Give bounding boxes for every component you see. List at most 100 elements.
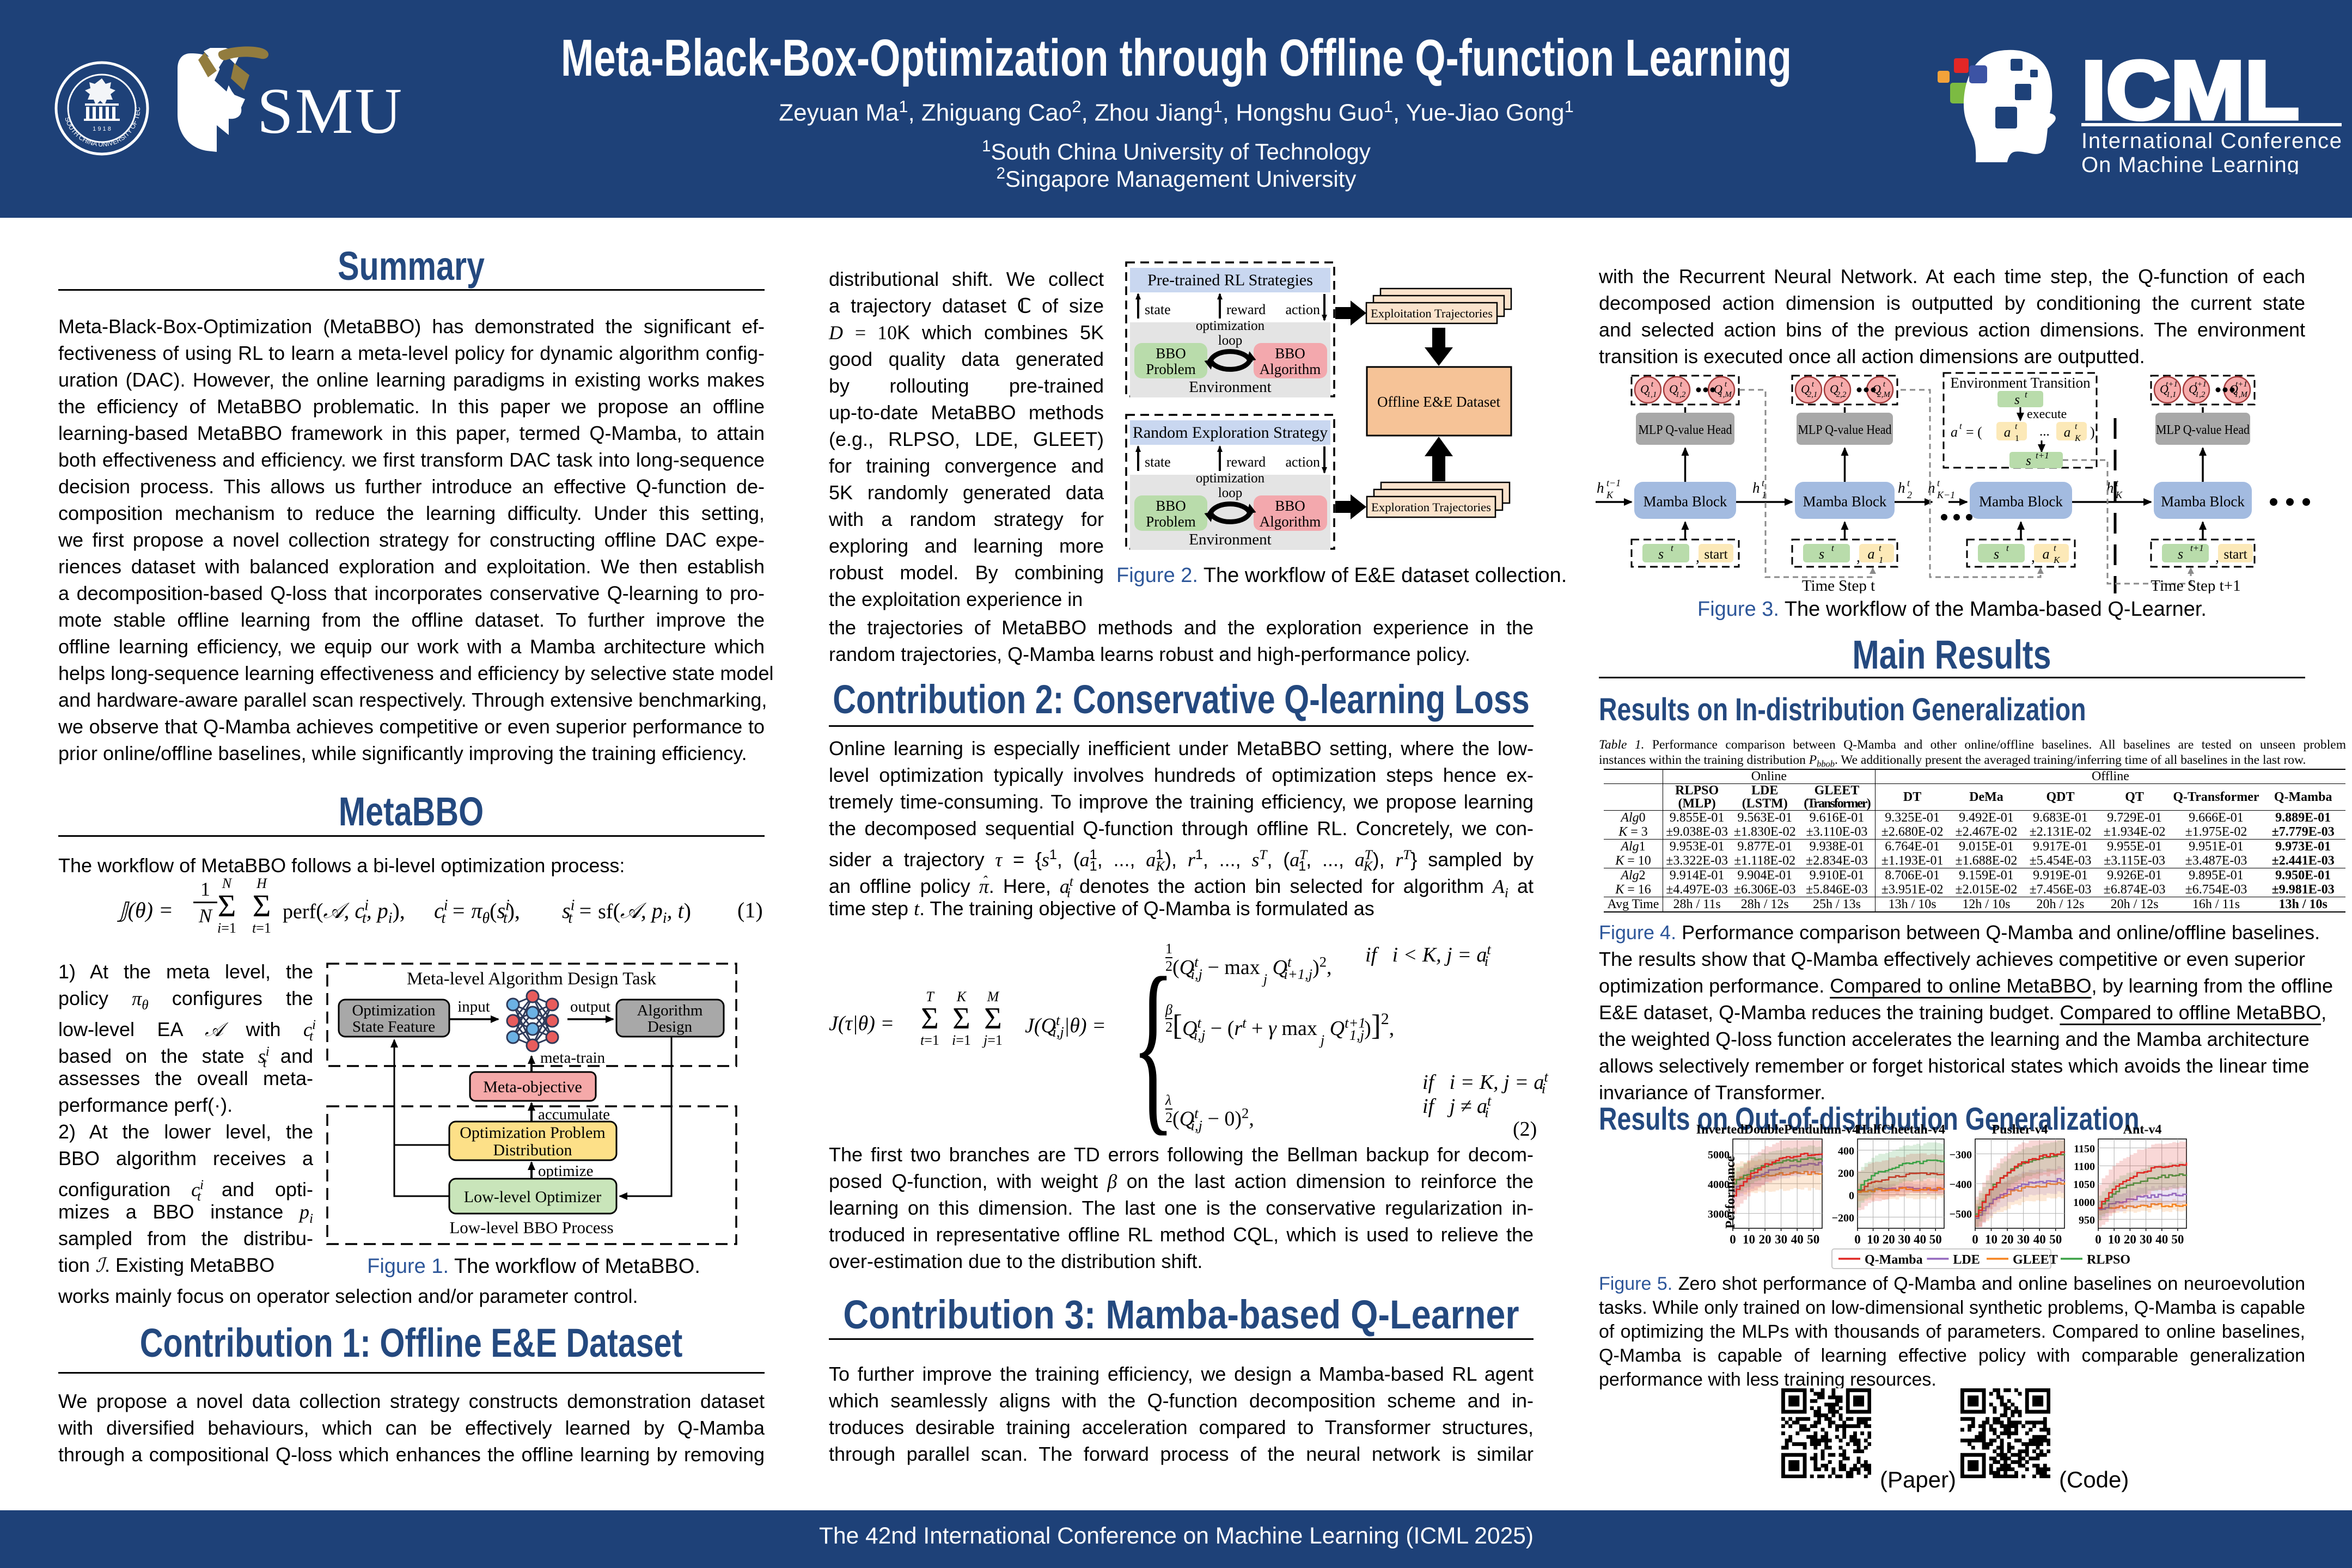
svg-text:2: 2	[1907, 489, 1912, 500]
svg-text:state: state	[1145, 302, 1171, 317]
svg-text:accumulate: accumulate	[538, 1106, 610, 1123]
svg-text:t: t	[1841, 380, 1843, 389]
svg-text:,: ,	[2215, 549, 2219, 566]
svg-text:International Conference: International Conference	[2081, 129, 2342, 153]
svg-text:a: a	[1951, 424, 1958, 440]
svg-text:t+1: t+1	[2036, 450, 2049, 461]
svg-text:BBO: BBO	[1156, 498, 1186, 514]
svg-text:2,1: 2,1	[1807, 390, 1818, 399]
svg-text:1,2: 1,2	[2195, 390, 2206, 399]
svg-text:Pusher-v4: Pusher-v4	[1991, 1123, 2048, 1137]
svg-text:loop: loop	[1218, 486, 1242, 500]
svg-text:4000: 4000	[1708, 1179, 1730, 1191]
svg-text:200: 200	[1838, 1168, 1854, 1180]
svg-text:1: 1	[1879, 555, 1884, 565]
svg-text:Q-Mamba: Q-Mamba	[1865, 1253, 1923, 1267]
svg-text:On Machine Learning: On Machine Learning	[2081, 153, 2299, 174]
svg-text:t: t	[2006, 543, 2009, 553]
svg-text:Time Step t+1: Time Step t+1	[2151, 577, 2240, 593]
svg-text:1000: 1000	[2073, 1197, 2095, 1209]
svg-text:K: K	[2115, 489, 2123, 500]
svg-text:1,2: 1,2	[1676, 390, 1686, 399]
svg-text:1100: 1100	[2074, 1161, 2095, 1173]
svg-text:start: start	[1704, 547, 1727, 562]
svg-text:950: 950	[2079, 1215, 2095, 1227]
svg-text:MLP Q-value Head: MLP Q-value Head	[1639, 423, 1732, 437]
svg-text:10: 10	[2108, 1233, 2121, 1246]
svg-text:50: 50	[2171, 1233, 2184, 1246]
svg-text:50: 50	[1929, 1233, 1942, 1246]
svg-text:,: ,	[1696, 549, 1700, 566]
svg-text:t: t	[1879, 543, 1882, 553]
svg-text:0: 0	[1854, 1233, 1861, 1246]
svg-text:t: t	[1680, 380, 1683, 389]
svg-text:input: input	[457, 998, 490, 1015]
svg-text:Q: Q	[1640, 382, 1649, 396]
svg-text:10: 10	[1985, 1233, 1997, 1246]
svg-text:40: 40	[2155, 1233, 2168, 1246]
svg-text:1150: 1150	[2074, 1143, 2095, 1155]
svg-text:MLP Q-value Head: MLP Q-value Head	[1798, 423, 1892, 437]
svg-text:t: t	[2015, 422, 2018, 431]
svg-text:30: 30	[2140, 1233, 2152, 1246]
svg-text:20: 20	[2001, 1233, 2014, 1246]
svg-text:K: K	[2074, 434, 2081, 443]
svg-text:0: 0	[1972, 1233, 1978, 1246]
svg-text:action: action	[1285, 302, 1320, 317]
svg-text:Meta-objective: Meta-objective	[483, 1078, 582, 1096]
svg-text:,: ,	[2031, 549, 2035, 566]
svg-text:t: t	[1937, 477, 1940, 488]
svg-text:LDE: LDE	[1953, 1253, 1980, 1267]
svg-text:MLP Q-value Head: MLP Q-value Head	[2156, 423, 2250, 437]
svg-text:meta-train: meta-train	[540, 1049, 606, 1067]
svg-text:Problem: Problem	[1146, 361, 1196, 377]
svg-text:start: start	[2223, 547, 2247, 562]
svg-text:reward: reward	[1226, 302, 1266, 317]
svg-text:1: 1	[1762, 489, 1767, 500]
svg-text:−200: −200	[1832, 1212, 1854, 1224]
svg-text:Exploration Trajectories: Exploration Trajectories	[1371, 500, 1491, 514]
svg-text:h: h	[1597, 480, 1604, 496]
svg-text:SMU: SMU	[257, 75, 404, 147]
svg-text:HalfCheetah-v4: HalfCheetah-v4	[1856, 1123, 1945, 1137]
svg-text:Q: Q	[1714, 382, 1722, 396]
svg-text:1,M: 1,M	[1719, 390, 1732, 399]
svg-text:s: s	[1658, 546, 1664, 562]
svg-text:Environment Transition: Environment Transition	[1950, 375, 2091, 391]
svg-text:Mamba Block: Mamba Block	[2161, 493, 2245, 510]
svg-text:t: t	[2075, 422, 2078, 431]
svg-text:20: 20	[1759, 1233, 1771, 1246]
svg-text:ICML: ICML	[2081, 44, 2299, 137]
svg-text:execute: execute	[2027, 407, 2067, 421]
svg-text:Optimization: Optimization	[352, 1002, 436, 1019]
svg-text:InvertedDoublePendulum-v4: InvertedDoublePendulum-v4	[1696, 1123, 1859, 1137]
svg-text:Problem: Problem	[1146, 513, 1196, 530]
svg-text:K−1: K−1	[1936, 489, 1955, 500]
svg-text:Algorithm: Algorithm	[1260, 361, 1321, 377]
svg-text:400: 400	[1838, 1146, 1854, 1157]
svg-text:t: t	[1831, 543, 1835, 553]
svg-text:K: K	[1606, 489, 1614, 500]
svg-text:s: s	[2178, 546, 2183, 562]
svg-text:Q: Q	[1872, 382, 1881, 396]
svg-text:Mamba Block: Mamba Block	[1803, 493, 1887, 510]
svg-text:t: t	[1883, 380, 1886, 389]
svg-text:t: t	[1907, 477, 1910, 488]
svg-text:h: h	[1752, 480, 1760, 496]
svg-text:GLEET: GLEET	[2013, 1253, 2058, 1267]
svg-text:0: 0	[2095, 1233, 2101, 1246]
svg-text:30: 30	[1898, 1233, 1910, 1246]
svg-text:−300: −300	[1950, 1149, 1972, 1161]
svg-text:s: s	[2026, 454, 2031, 468]
svg-text:reward: reward	[1226, 454, 1266, 470]
svg-text:40: 40	[2033, 1233, 2046, 1246]
svg-text:t: t	[2116, 477, 2119, 488]
svg-text:Ant-v4: Ant-v4	[2123, 1123, 2162, 1137]
svg-text:2,M: 2,M	[1877, 390, 1891, 399]
svg-text:Design: Design	[647, 1018, 693, 1036]
svg-text:Low-level BBO Process: Low-level BBO Process	[449, 1218, 613, 1237]
svg-text:t: t	[1651, 380, 1654, 389]
svg-text:Exploitation Trajectories: Exploitation Trajectories	[1371, 307, 1493, 320]
svg-text:s: s	[1994, 546, 1999, 562]
svg-text:t: t	[2054, 543, 2057, 553]
